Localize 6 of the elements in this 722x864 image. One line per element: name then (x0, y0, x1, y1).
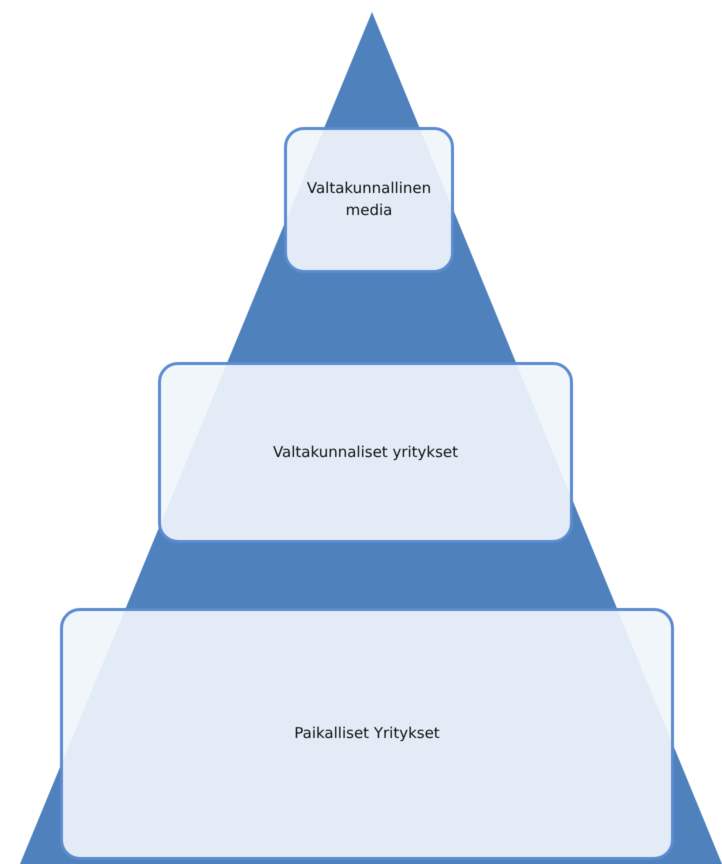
level-label: Paikalliset Yritykset (293, 723, 441, 744)
pyramid-level-box (158, 362, 573, 543)
pyramid-level-box (60, 608, 674, 860)
pyramid-level-box (284, 127, 454, 273)
level-label: Valtakunnallinen media (306, 178, 432, 221)
level-label: Valtakunnaliset yritykset (272, 442, 460, 463)
